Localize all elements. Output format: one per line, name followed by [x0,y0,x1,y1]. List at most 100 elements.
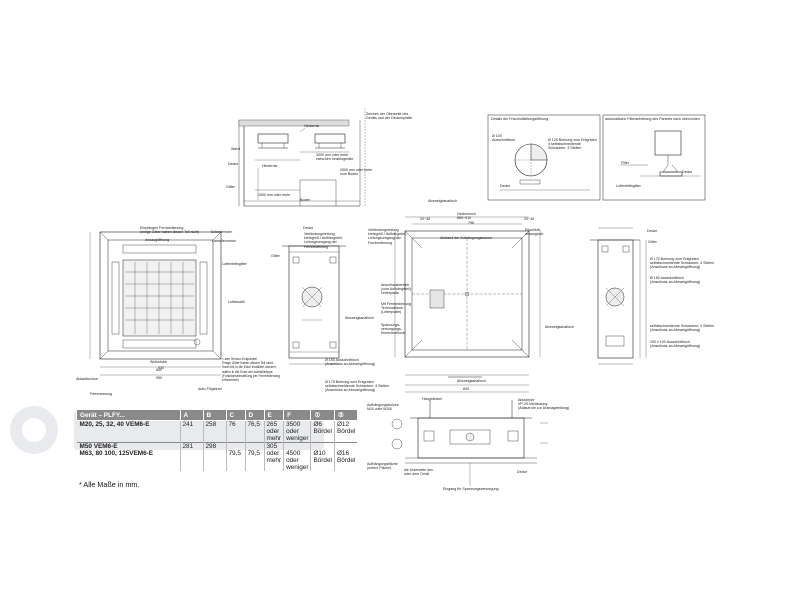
v4-hole: Ø 150 Ausschnittloch (Anschluss an Abzwe… [650,276,701,285]
box1-ceiling: Decke [500,184,511,188]
v1-auto-vane: Auto-Flügelrad [198,387,222,391]
v5-ceiling: Decke [517,470,528,474]
cell-a: 241 [179,420,203,443]
box1-drill: Ø 125 Bohrung zum Entgraten 4 selbstschn… [548,138,597,151]
v1-drain: Ablaufbuchse [76,377,98,381]
v1-grille: Luftentrittsgitter [222,262,247,266]
v4-rect-hole: 200 x 100 Ausschnittloch (Anschluss an A… [650,340,701,349]
footnote: * Alle Maße in mm. [79,480,140,489]
box2-title: automatische Filteranhebung des Paneels … [605,117,700,121]
v2-grille: Gitter [271,254,280,258]
cell-b [202,450,226,471]
v3-remote-terminal: Mit Fernbedienung Terminalblock (Leiterp… [381,302,411,315]
detail-box-fresh-air [487,114,601,201]
header-a: A [179,409,204,421]
v2-drill: Ø 175 Bohrung zum Entgraten selbstschnei… [325,380,390,393]
v4-drill: Ø 175 Bohrung zum Entgraten selbstschnei… [650,257,715,270]
v1-sensor-note: <-see Sensor-Eckpaneel Einige Gitter hab… [222,357,280,383]
cell-pipe1: Ø6 Bördel [310,420,335,443]
cell-model: M63, 80 100, 125VEM6-E [79,450,154,457]
cell-e: 305 [263,442,284,450]
v4-screws: selbstschneidende Schrauben: 4 Stellen (… [650,324,715,333]
v3-ceiling-hole: Deckenloch 860~910 [457,212,476,221]
cell-a [179,450,203,471]
v2-ceiling: Decke [303,226,314,230]
label-ceiling: Decke [228,162,239,166]
v5-suspension: Aufhängungsfläche (untere Fläche) [367,462,398,471]
box2-ceiling: Decke [682,170,693,174]
detail-box-filter-lift [602,114,706,201]
v5-unit-bottom: die Unterseite des oder dem Gerät [404,468,433,477]
installation-section-view [238,108,366,207]
box1-title: Details der Frischluftleitungsöffnung [491,117,549,121]
box1-hole: Ø 100 Ausschnittloch [492,134,516,143]
front-elevation-view [391,400,548,486]
dimension-table: Gerät – PLFY... A B C D E F ① ② M20, 25,… [76,409,358,471]
v4-grille: Gitter [648,240,657,244]
cell-b: 298 [202,442,226,450]
v1-dim-530: 530 [158,366,164,370]
v5-main-cover: Hauptdeckel [422,397,442,401]
cell-b: 258 [202,420,226,443]
v3-dim-840: 840 [463,387,469,391]
cell-model: M50 VEM6-E [76,442,180,450]
cell-d [244,442,264,450]
v1-dim-840: 840 [156,368,162,372]
label-wall: Wand [231,147,241,151]
cell-pipe2 [333,442,358,450]
header-pipe1: ① [310,409,335,421]
box2-filter: Filter [621,161,629,165]
header-c: C [225,409,246,421]
v3-power-terminal: Spannungs- versorgungs- Klemmenblock [381,323,405,336]
side-view-left [282,245,346,365]
cell-pipe1 [310,442,335,450]
v3-branch-right: Abzweigkanalloch [545,325,574,329]
cell-model: M20, 25, 32, 40 VEM6-E [79,421,150,428]
v1-vane-motor: Lamellenmotor [212,239,236,243]
v1-corner: Eckenfenster [211,230,232,234]
header-f: F [283,409,312,421]
cell-pipe2: Ø16 Bördel [333,450,358,471]
cell-c: 76 [225,420,245,443]
v5-drain: Ablaufrohr VP-25-Verbindung (Ablaufrohr … [518,398,570,411]
table-row: M50 VEM6-E 281 298 305 [76,442,358,450]
cell-e: oder mehr [263,450,284,471]
label-grille: Gitter [226,185,235,189]
v3-branch-bottom: Abzweigkanalloch [457,379,486,383]
cell-e-suffix: oder mehr [266,428,282,442]
v3-fresh-air: Frischluft- ansaugloch [525,228,544,237]
box2-grille: Luftentrittsgitter [616,184,641,188]
v1-label-w: Wolksfolch [150,360,168,364]
label-2500: 2500 mm oder mehr vom Boden [340,168,373,177]
cell-c: 79,5 [225,450,245,471]
table-header-row: Gerät – PLFY... A B C D E F ① ② [76,409,358,421]
panel-front-view [89,231,222,376]
header-d: D [244,409,265,421]
v1-dim-950: 950 [156,376,162,380]
cell-pipe2: Ø12 Bördel [333,420,358,443]
v1-intake: Ansaugöffnung [145,238,170,242]
label-top-a: Zeichen der Oberseite des Geräts und der… [366,112,412,121]
cell-c [225,442,245,450]
v3-terminal-area: Anschlussbereich (vom Aufhängeteil) Leit… [381,283,411,296]
v1-remote: Fernmessung [90,392,112,396]
v5-power-inlet: Eingang für Spannungsversorgung [443,487,499,491]
label-1500: 1500 mm oder mehr [258,193,291,197]
header-model: Gerät – PLFY... [76,409,181,421]
cell-d: 79,5 [244,450,264,471]
label-obstacle-2: Hindernis [304,124,320,128]
header-pipe2: ② [333,409,358,421]
label-obstacle: Hindernis [262,164,278,168]
v3-dim-2045a: 20~45 [420,217,431,221]
label-3000: 3000 mm oder mehr zwischen hinsetzgeräte [316,153,354,162]
v2-conn: Verbindungsleitung kreisgröß / Aufhänget… [304,232,343,249]
ceiling-opening-plan [394,216,541,393]
v5-bolt: Aufhängungsbolzen M10 oder W3/8 [367,403,399,412]
cell-f: 3500 oder weniger [283,420,311,443]
v3-branch-left: Abzweigkanalloch [345,316,374,320]
cell-f: 4500 oder weniger [283,450,311,471]
header-e: E [263,409,285,421]
cell-a: 281 [179,442,203,450]
table-row: M20, 25, 32, 40 VEM6-E 241 258 76 76,5 2… [77,420,358,443]
